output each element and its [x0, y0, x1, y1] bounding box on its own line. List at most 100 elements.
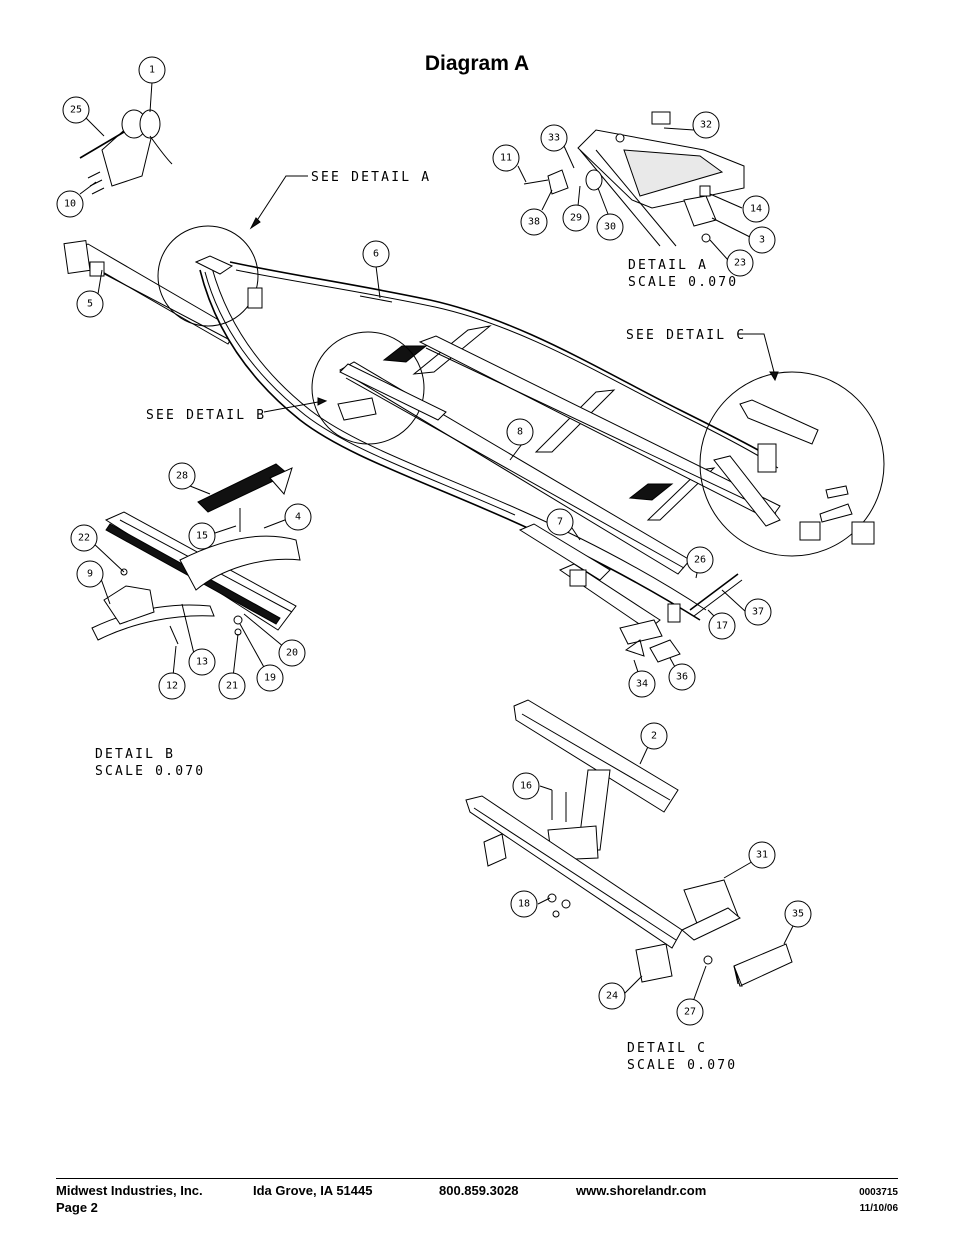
- svg-text:12: 12: [166, 681, 178, 692]
- detail-b-name: DETAIL B: [95, 747, 175, 762]
- detail-a-name: DETAIL A: [628, 258, 708, 273]
- svg-text:22: 22: [78, 533, 90, 544]
- balloon-2: 2: [640, 722, 668, 750]
- svg-text:26: 26: [694, 555, 706, 566]
- detail-c-name: DETAIL C: [627, 1041, 707, 1056]
- balloon-18: 18: [510, 890, 538, 918]
- balloon-29: 29: [562, 204, 590, 232]
- svg-text:29: 29: [570, 213, 582, 224]
- detail-b-scale: SCALE 0.070: [95, 764, 205, 779]
- svg-text:15: 15: [196, 531, 208, 542]
- svg-text:37: 37: [752, 607, 764, 618]
- svg-text:20: 20: [286, 648, 298, 659]
- svg-text:19: 19: [264, 673, 276, 684]
- svg-text:11: 11: [500, 153, 512, 164]
- svg-text:31: 31: [756, 850, 768, 861]
- balloon-27: 27: [676, 998, 704, 1026]
- balloon-35: 35: [784, 900, 812, 928]
- balloon-31: 31: [748, 841, 776, 869]
- balloon-16: 16: [512, 772, 540, 800]
- svg-text:27: 27: [684, 1007, 696, 1018]
- balloon-34: 34: [628, 670, 656, 698]
- main-frame: [63, 240, 781, 663]
- balloon-9: 9: [76, 560, 104, 588]
- svg-text:33: 33: [548, 133, 560, 144]
- balloon-26: 26: [686, 546, 714, 574]
- detail-a-scale: SCALE 0.070: [628, 275, 738, 290]
- balloon-13: 13: [188, 648, 216, 676]
- balloon-5: 5: [76, 290, 104, 318]
- footer-city: Ida Grove, IA 51445: [253, 1183, 373, 1198]
- footer-date: 11/10/06: [859, 1203, 898, 1214]
- svg-text:18: 18: [518, 899, 530, 910]
- balloon-11: 11: [492, 144, 520, 172]
- svg-text:4: 4: [295, 512, 301, 523]
- svg-text:6: 6: [373, 249, 379, 260]
- detail-a-drawing: [523, 111, 745, 247]
- see-detail-b-label: SEE DETAIL B: [146, 408, 266, 423]
- winch-assembly: [79, 109, 173, 195]
- svg-text:36: 36: [676, 672, 688, 683]
- balloon-leaders: [79, 81, 799, 1011]
- svg-text:32: 32: [700, 120, 712, 131]
- footer-website: www.shorelandr.com: [576, 1183, 707, 1198]
- svg-text:9: 9: [87, 569, 93, 580]
- svg-text:10: 10: [64, 199, 76, 210]
- svg-text:30: 30: [604, 222, 616, 233]
- balloon-3: 3: [748, 226, 776, 254]
- svg-text:1: 1: [149, 65, 155, 76]
- detail-c-circle: [699, 371, 885, 557]
- svg-text:23: 23: [734, 258, 746, 269]
- balloon-23: 23: [726, 249, 754, 277]
- detail-b-circle: [311, 331, 425, 445]
- balloon-7: 7: [546, 508, 574, 536]
- balloon-22: 22: [70, 524, 98, 552]
- svg-text:2: 2: [651, 731, 657, 742]
- balloon-8: 8: [506, 418, 534, 446]
- footer-company: Midwest Industries, Inc.: [56, 1183, 203, 1198]
- balloon-32: 32: [692, 111, 720, 139]
- balloons: 1 25 10 5 6 33 32 11 38 29 30 14 3 23 8 …: [56, 56, 812, 1026]
- balloon-17: 17: [708, 612, 736, 640]
- svg-text:34: 34: [636, 679, 648, 690]
- svg-text:21: 21: [226, 681, 238, 692]
- footer-doc-number: 0003715: [859, 1187, 898, 1198]
- balloon-15: 15: [188, 522, 216, 550]
- balloon-37: 37: [744, 598, 772, 626]
- balloon-38: 38: [520, 208, 548, 236]
- balloon-4: 4: [284, 503, 312, 531]
- svg-text:8: 8: [517, 427, 523, 438]
- svg-text:28: 28: [176, 471, 188, 482]
- footer-phone: 800.859.3028: [439, 1183, 519, 1198]
- balloon-19: 19: [256, 664, 284, 692]
- balloon-10: 10: [56, 190, 84, 218]
- footer: Midwest Industries, Inc. Page 2 Ida Grov…: [56, 1178, 898, 1215]
- svg-text:5: 5: [87, 299, 93, 310]
- balloon-1: 1: [138, 56, 166, 84]
- balloon-36: 36: [668, 663, 696, 691]
- balloon-25: 25: [62, 96, 90, 124]
- detail-b-drawing: [91, 463, 301, 645]
- svg-text:3: 3: [759, 235, 765, 246]
- trailer-exploded-diagram: 1 25 10 5 6 33 32 11 38 29 30 14 3 23 8 …: [56, 56, 885, 1073]
- diagram-title: Diagram A: [424, 52, 530, 75]
- footer-page: Page 2: [56, 1200, 98, 1215]
- balloon-12: 12: [158, 672, 186, 700]
- balloon-28: 28: [168, 462, 196, 490]
- balloon-33: 33: [540, 124, 568, 152]
- balloon-21: 21: [218, 672, 246, 700]
- balloon-24: 24: [598, 982, 626, 1010]
- svg-text:16: 16: [520, 781, 532, 792]
- svg-text:17: 17: [716, 621, 728, 632]
- balloon-14: 14: [742, 195, 770, 223]
- detail-a-circle: [157, 225, 259, 327]
- balloon-30: 30: [596, 213, 624, 241]
- svg-text:38: 38: [528, 217, 540, 228]
- svg-text:25: 25: [70, 105, 82, 116]
- svg-text:13: 13: [196, 657, 208, 668]
- svg-text:24: 24: [606, 991, 618, 1002]
- svg-text:35: 35: [792, 909, 804, 920]
- balloon-6: 6: [362, 240, 390, 268]
- svg-text:14: 14: [750, 204, 762, 215]
